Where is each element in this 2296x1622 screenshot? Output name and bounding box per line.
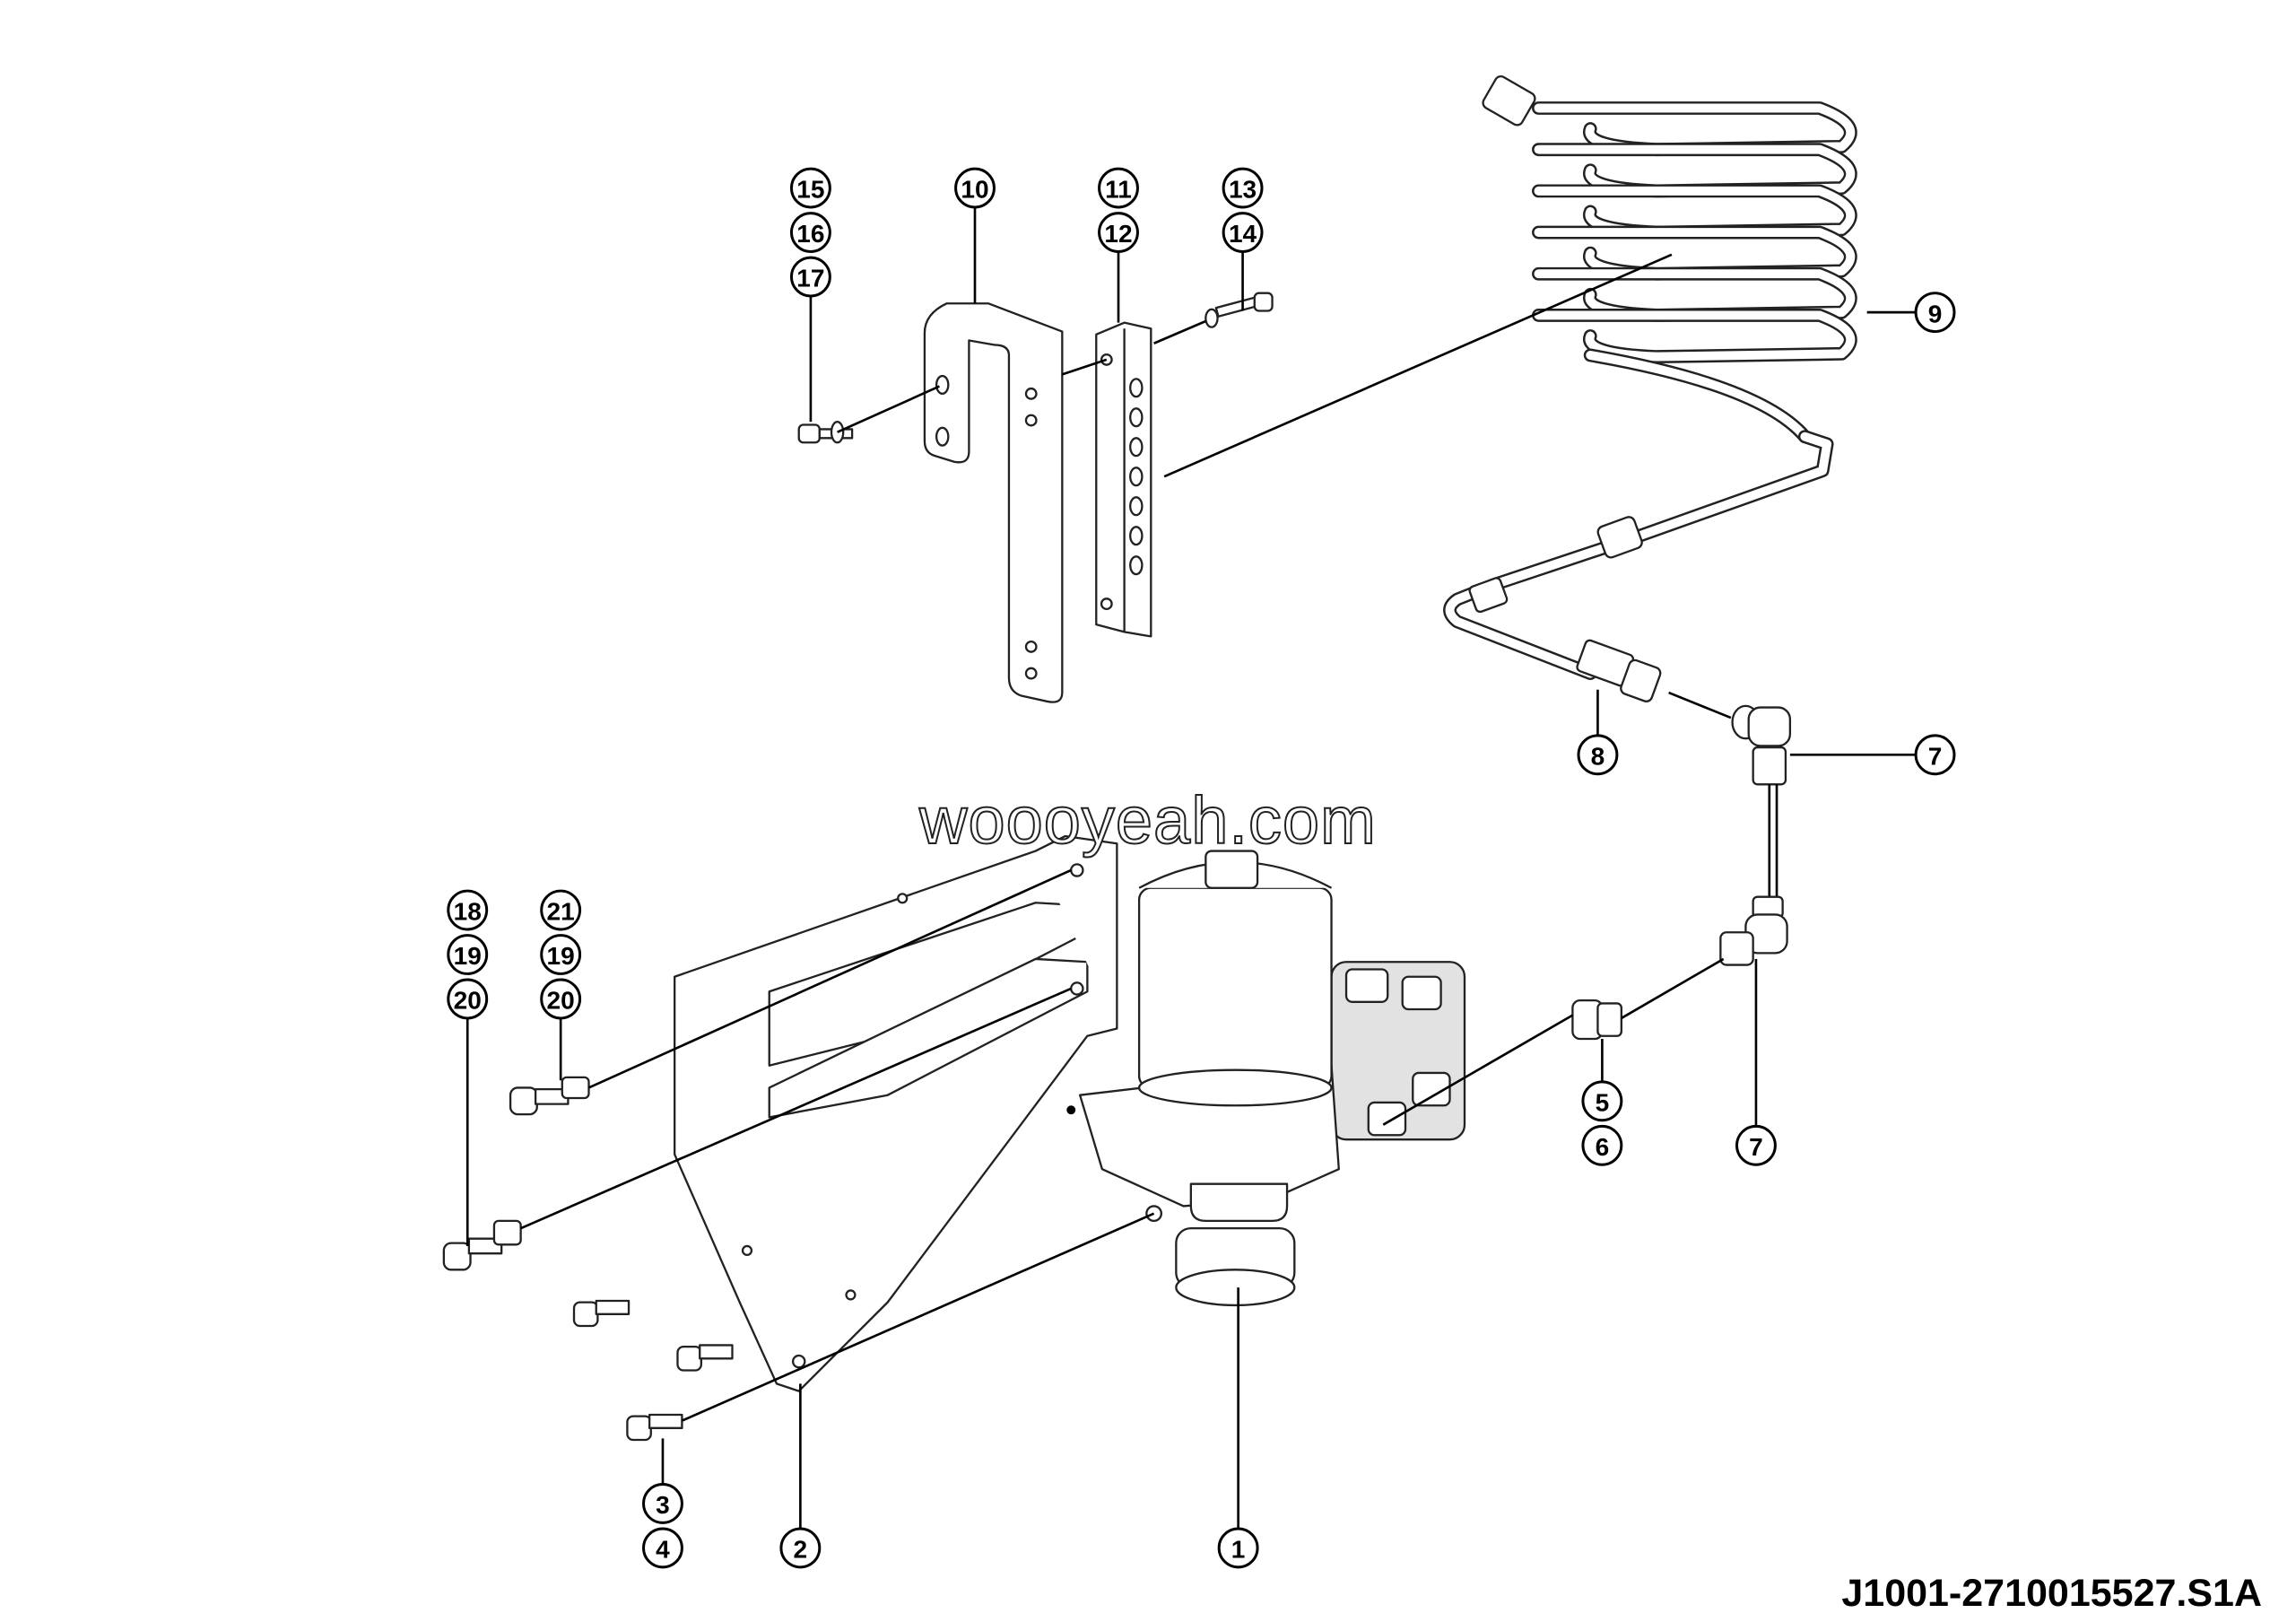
watermark: woooyeah.com xyxy=(918,782,1377,859)
callout-label: 16 xyxy=(796,220,824,248)
callout-label: 6 xyxy=(1596,1133,1610,1161)
callout-2: 2 xyxy=(779,1527,822,1569)
callout-label: 13 xyxy=(1229,176,1257,204)
callout-label: 10 xyxy=(961,176,988,204)
elbow-fitting-part-7-lower xyxy=(1719,895,1788,966)
callout-4: 4 xyxy=(642,1527,683,1569)
fitting-part-5-6 xyxy=(1571,998,1622,1041)
callout-7: 7 xyxy=(1914,734,1956,776)
callout-11: 11 xyxy=(1098,167,1139,209)
callout-label: 11 xyxy=(1105,176,1132,204)
callout-label: 21 xyxy=(547,898,575,926)
callout-label: 4 xyxy=(656,1536,670,1564)
callout-label: 3 xyxy=(656,1491,670,1519)
callout-label: 7 xyxy=(1928,742,1943,770)
bolt-part-3-a xyxy=(572,1299,631,1328)
pipe-part-8 xyxy=(1443,430,1834,702)
callout-label: 17 xyxy=(796,265,824,292)
callout-label: 8 xyxy=(1591,742,1605,770)
callout-8: 8 xyxy=(1577,734,1619,776)
callout-label: 12 xyxy=(1104,220,1132,248)
callout-label: 20 xyxy=(454,987,482,1015)
callout-16: 16 xyxy=(789,212,831,253)
callout-label: 1 xyxy=(1231,1536,1246,1564)
callout-label: 14 xyxy=(1229,220,1257,248)
callout-label: 5 xyxy=(1596,1088,1610,1116)
callout-18: 18 xyxy=(447,889,489,931)
elbow-fitting-part-7-upper xyxy=(1731,704,1792,900)
callout-19: 19 xyxy=(540,934,582,975)
callout-label: 19 xyxy=(454,942,482,970)
cooling-coil-part-9 xyxy=(1482,74,1857,444)
callout-15: 15 xyxy=(789,167,831,209)
callout-6: 6 xyxy=(1581,1124,1623,1166)
bolt-part-18 xyxy=(442,1219,522,1271)
bolt-part-15-17 xyxy=(797,421,854,444)
bracket-part-10 xyxy=(923,302,1064,703)
callout-label: 19 xyxy=(547,942,575,970)
bolt-part-21 xyxy=(509,1076,590,1116)
callout-label: 9 xyxy=(1928,300,1943,327)
callout-1: 1 xyxy=(1217,1527,1259,1569)
callout-13: 13 xyxy=(1222,167,1264,209)
callout-12: 12 xyxy=(1098,212,1139,253)
air-dryer-unit-part-1 xyxy=(1066,850,1466,1307)
callout-label: 15 xyxy=(796,176,824,204)
callout-21: 21 xyxy=(540,889,582,931)
callout-label: 7 xyxy=(1749,1133,1763,1161)
callout-20: 20 xyxy=(447,978,489,1020)
callout-5: 5 xyxy=(1581,1080,1623,1122)
callout-19: 19 xyxy=(447,934,489,975)
callout-3: 3 xyxy=(642,1483,683,1524)
drawing-code: J1001-2710015527.S1A xyxy=(1841,1572,2262,1615)
bolt-part-13-14 xyxy=(1205,292,1274,328)
callout-7: 7 xyxy=(1735,1124,1777,1166)
callout-9: 9 xyxy=(1914,292,1956,334)
clamp-block-part-11-12 xyxy=(1095,321,1152,638)
callout-14: 14 xyxy=(1222,212,1264,253)
callout-17: 17 xyxy=(789,256,831,298)
assembly-lines xyxy=(520,253,1732,1422)
callout-leaders xyxy=(465,207,1917,1529)
bolt-part-3-c xyxy=(626,1413,683,1442)
callout-label: 2 xyxy=(794,1536,808,1564)
callout-20: 20 xyxy=(540,978,582,1020)
callout-10: 10 xyxy=(954,167,996,209)
callout-label: 20 xyxy=(547,987,575,1015)
mounting-bracket-part-2 xyxy=(674,834,1118,1392)
bolt-part-3-b xyxy=(676,1344,734,1372)
callout-label: 18 xyxy=(454,898,482,926)
